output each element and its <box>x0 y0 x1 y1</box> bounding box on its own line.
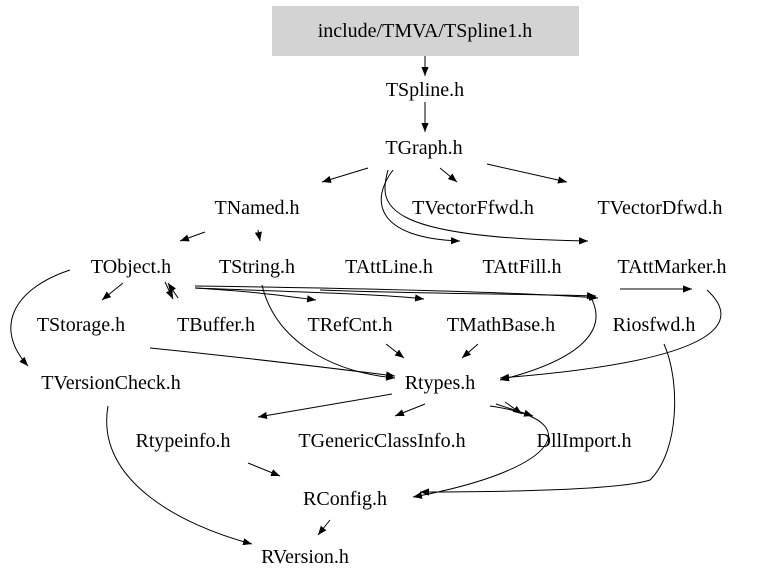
edge-tgraph-tattmarker <box>384 169 589 245</box>
node-rtypeinfo[interactable]: Rtypeinfo.h <box>136 430 231 452</box>
root-node-box <box>272 6 579 56</box>
edge-tobject-tmathbase <box>194 287 425 302</box>
nodes: include/TMVA/TSpline1.h TSpline.h TGraph… <box>37 6 727 568</box>
node-tspline1[interactable]: include/TMVA/TSpline1.h <box>318 20 533 42</box>
edge-trefcnt-rtypes <box>385 343 405 359</box>
node-rtypes[interactable]: Rtypes.h <box>405 372 476 394</box>
edge-tgraph-tvectorffwd <box>439 167 458 183</box>
edge-tnamed-tobject <box>179 231 206 242</box>
edges <box>10 56 722 546</box>
node-tnamed[interactable]: TNamed.h <box>215 197 300 219</box>
edge-tstring-tbuffer <box>167 282 179 299</box>
edge-tversioncheck-rversion <box>106 405 253 546</box>
node-tgenericclassinfo[interactable]: TGenericClassInfo.h <box>298 430 465 452</box>
node-tattfill[interactable]: TAttFill.h <box>483 256 562 278</box>
edge-tmathbase-rtypes <box>461 343 479 359</box>
edge-tobject-trefcnt <box>194 287 317 303</box>
node-rversion[interactable]: RVersion.h <box>261 546 349 568</box>
node-tgraph[interactable]: TGraph.h <box>385 137 462 159</box>
node-tattline[interactable]: TAttLine.h <box>345 256 433 278</box>
edge-rtypes-dllimport <box>495 403 534 417</box>
node-dllimport[interactable]: DllImport.h <box>537 430 632 452</box>
edge-tattfill-rtypes <box>499 295 597 382</box>
edge-tobject-tversioncheck <box>10 269 71 367</box>
node-tvectorffwd[interactable]: TVectorFfwd.h <box>412 197 534 219</box>
node-tbuffer[interactable]: TBuffer.h <box>177 314 255 336</box>
edge-tattmarker-rtypes <box>499 289 722 381</box>
edge-tnamed-tstring <box>254 229 262 242</box>
node-tattmarker[interactable]: TAttMarker.h <box>618 256 727 278</box>
edge-tobject-riosfwd <box>194 285 599 301</box>
edge-rtypes-rtypeinfo <box>257 393 393 420</box>
node-tvectordfwd[interactable]: TVectorDfwd.h <box>598 197 723 219</box>
node-tmathbase[interactable]: TMathBase.h <box>447 314 555 336</box>
edge-tgraph-tvectordfwd <box>486 163 568 184</box>
node-tspline[interactable]: TSpline.h <box>386 79 464 101</box>
edge-rtypeinfo-rconfig <box>247 462 281 477</box>
edge-tstorage-rtypes <box>149 347 396 379</box>
node-tversioncheck[interactable]: TVersionCheck.h <box>41 372 180 394</box>
edge-tattline-riosfwd <box>319 289 597 300</box>
edge-riosfwd-rconfig <box>419 343 676 496</box>
edge-rconfig-rversion <box>317 519 331 536</box>
edge-tstring-rtypes <box>261 284 396 381</box>
node-tstring[interactable]: TString.h <box>219 256 295 278</box>
edge-tgraph-tattline <box>380 169 461 245</box>
edge-rtypes-rconfig <box>412 405 549 499</box>
edge-rtypes-tgenericclassinfo <box>394 403 426 417</box>
node-trefcnt[interactable]: TRefCnt.h <box>308 314 393 336</box>
node-riosfwd[interactable]: Riosfwd.h <box>613 314 696 336</box>
node-tobject[interactable]: TObject.h <box>91 256 171 278</box>
edge-tobject-tbuffer <box>101 282 124 301</box>
node-tstorage[interactable]: TStorage.h <box>37 314 125 336</box>
edge-tgraph-tnamed <box>321 167 369 183</box>
node-rconfig[interactable]: RConfig.h <box>303 488 387 510</box>
